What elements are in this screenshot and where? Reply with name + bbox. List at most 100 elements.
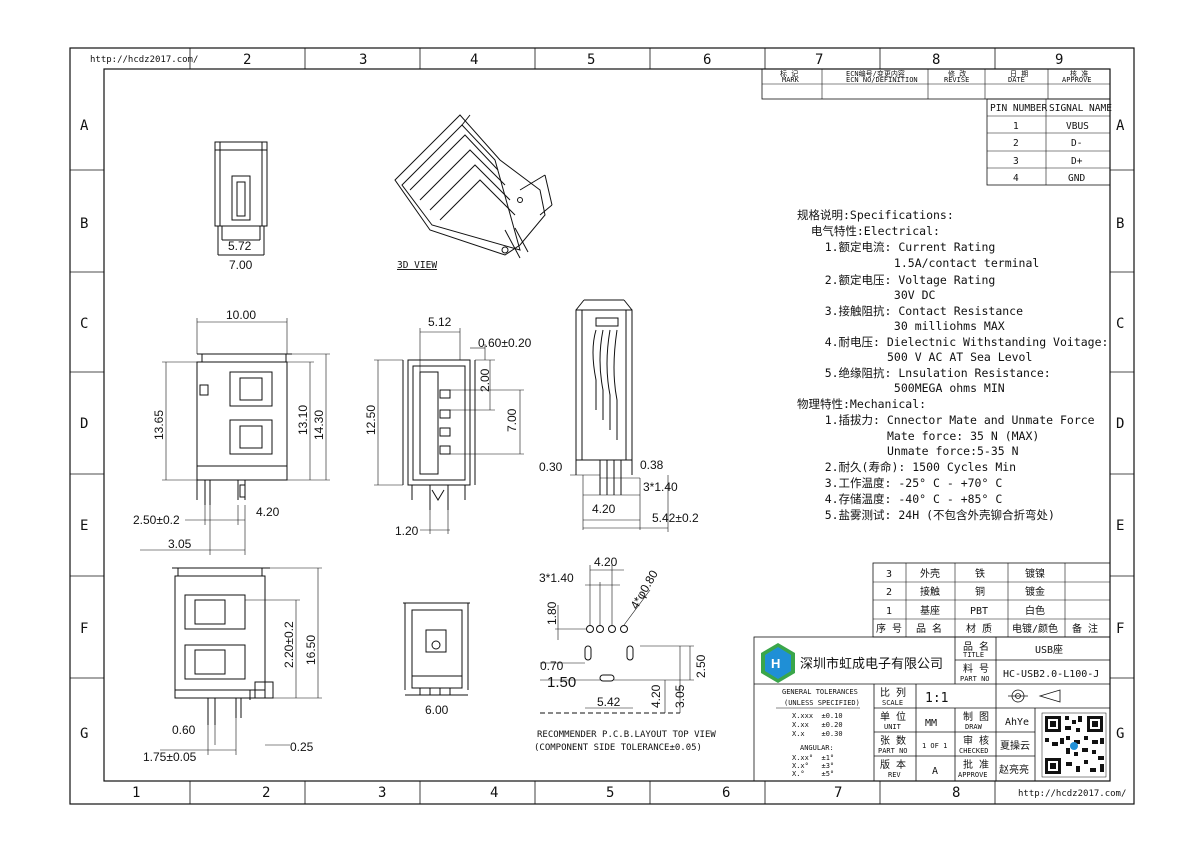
svg-text:备 注: 备 注 bbox=[1072, 622, 1098, 635]
url-bottom: http://hcdz2017.com/ bbox=[1018, 789, 1126, 799]
svg-text:2: 2 bbox=[262, 785, 270, 801]
part-number: HC-USB2.0-L100-J bbox=[1003, 669, 1099, 680]
bottom-column-labels: 1 2 3 4 5 6 7 8 bbox=[132, 785, 960, 801]
svg-text:镀镍: 镀镍 bbox=[1025, 567, 1045, 580]
svg-text:9: 9 bbox=[1055, 52, 1063, 68]
spec-line: 4.耐电压: Dielectnic Withstanding Voitage: bbox=[797, 335, 1108, 349]
inner-border bbox=[103, 68, 1111, 782]
spec-line: 3.接触阻抗: Contact Resistance bbox=[797, 304, 1023, 318]
spec-line: 5.绝缘阻抗: Lnsulation Resistance: bbox=[797, 366, 1051, 380]
svg-text:标 记: 标 记 bbox=[780, 69, 798, 78]
svg-text:6: 6 bbox=[722, 785, 730, 801]
dim-7-00: 7.00 bbox=[229, 258, 253, 272]
spec-line: 物理特性:Mechanical: bbox=[797, 397, 926, 411]
bom-table: 3 外壳 铁 镀镍 2 接触 铜 镀金 1 基座 PBT 白色 序 号 品 名 … bbox=[872, 562, 1111, 638]
svg-text:APPROVE: APPROVE bbox=[1062, 76, 1092, 84]
left-row-ruler bbox=[70, 169, 1134, 679]
svg-text:D: D bbox=[1116, 416, 1124, 432]
svg-text:2: 2 bbox=[1013, 138, 1019, 149]
spec-line: Mate force: 35 N (MAX) bbox=[797, 429, 1039, 443]
svg-text:B: B bbox=[80, 216, 88, 232]
svg-text:MM: MM bbox=[925, 718, 937, 729]
dim-0-30: 0.30 bbox=[539, 460, 563, 474]
dim-1-75: 1.75±0.05 bbox=[143, 750, 197, 764]
dim-13-10: 13.10 bbox=[296, 405, 310, 435]
svg-text:3: 3 bbox=[886, 569, 892, 580]
svg-text:C: C bbox=[80, 316, 88, 332]
svg-text:修 改: 修 改 bbox=[948, 69, 966, 78]
dim-16-50: 16.50 bbox=[304, 635, 318, 665]
svg-text:接触: 接触 bbox=[920, 585, 940, 598]
dim-5-42-sec: 5.42±0.2 bbox=[652, 511, 699, 525]
svg-text:1: 1 bbox=[1013, 121, 1019, 132]
svg-text:B: B bbox=[1116, 216, 1124, 232]
spec-line: Unmate force:5-35 N bbox=[797, 444, 1019, 458]
url-top: http://hcdz2017.com/ bbox=[90, 55, 198, 65]
spec-line: 规格说明:Specifications: bbox=[797, 208, 954, 222]
svg-text:REV: REV bbox=[888, 771, 901, 779]
qr-code bbox=[1041, 712, 1107, 778]
scale-value: 1:1 bbox=[925, 691, 948, 706]
svg-text:D+: D+ bbox=[1071, 156, 1083, 167]
dim-0-60: 0.60±0.20 bbox=[478, 336, 532, 350]
pcb-dim-4-phi: 4*φ0.80 bbox=[627, 567, 661, 611]
svg-text:E: E bbox=[1116, 518, 1124, 534]
svg-text:品 名: 品 名 bbox=[963, 640, 989, 653]
bottom-front-view bbox=[403, 602, 470, 696]
pcb-dim-1-80: 1.80 bbox=[545, 601, 559, 625]
svg-text:ANGULAR:: ANGULAR: bbox=[800, 744, 834, 752]
spec-line: 1.额定电流: Current Rating bbox=[797, 240, 995, 254]
dim-3-05-side: 3.05 bbox=[168, 537, 192, 551]
company-name: 深圳市虹成电子有限公司 bbox=[800, 656, 943, 672]
svg-text:8: 8 bbox=[952, 785, 960, 801]
dim-10-00: 10.00 bbox=[226, 308, 256, 322]
svg-text:PART NO: PART NO bbox=[878, 747, 908, 755]
dim-12-50: 12.50 bbox=[364, 405, 378, 435]
svg-text:5: 5 bbox=[606, 785, 614, 801]
svg-text:批 准: 批 准 bbox=[963, 758, 989, 771]
dim-6-00: 6.00 bbox=[425, 703, 449, 717]
svg-text:SCALE: SCALE bbox=[882, 699, 903, 707]
dim-5-12: 5.12 bbox=[428, 315, 452, 329]
svg-text:MARK: MARK bbox=[782, 76, 800, 84]
spec-line: 500 V AC AT Sea Levol bbox=[797, 350, 1032, 364]
svg-text:3: 3 bbox=[378, 785, 386, 801]
specifications: 规格说明:Specifications: 电气特性:Electrical: 1.… bbox=[797, 208, 1108, 522]
svg-text:A: A bbox=[1116, 118, 1125, 134]
dim-2-50: 2.50±0.2 bbox=[133, 513, 180, 527]
front-view-small bbox=[214, 141, 268, 256]
svg-text:基座: 基座 bbox=[920, 604, 940, 617]
svg-text:A: A bbox=[80, 118, 89, 134]
dim-4-20-side: 4.20 bbox=[256, 505, 280, 519]
pcb-dim-3x1-40: 3*1.40 bbox=[539, 571, 574, 585]
svg-text:2: 2 bbox=[886, 587, 892, 598]
svg-text:4: 4 bbox=[470, 52, 478, 68]
svg-text:6: 6 bbox=[703, 52, 711, 68]
svg-text:夏操云: 夏操云 bbox=[1000, 739, 1030, 752]
side-section-view bbox=[575, 299, 633, 495]
right-row-labels: A B C D E F G bbox=[1116, 118, 1125, 742]
svg-text:REVISE: REVISE bbox=[944, 76, 969, 84]
svg-text:X.xxx ±0.10: X.xxx ±0.10 bbox=[792, 712, 843, 720]
spec-line: 3.工作温度: -25° C - +70° C bbox=[797, 476, 1002, 490]
pcb-dim-4-20: 4.20 bbox=[594, 555, 618, 569]
dim-4-20-sec: 4.20 bbox=[592, 502, 616, 516]
outer-border bbox=[69, 47, 1135, 805]
pcb-dim-2-50: 2.50 bbox=[694, 654, 708, 678]
bottom-side-dims bbox=[160, 567, 322, 755]
spec-line: 500MEGA ohms MIN bbox=[797, 381, 1005, 395]
front-view-main bbox=[402, 359, 476, 510]
svg-text:4: 4 bbox=[1013, 173, 1019, 184]
pcb-dims bbox=[540, 565, 694, 713]
svg-text:VBUS: VBUS bbox=[1066, 121, 1089, 132]
svg-text:比 列: 比 列 bbox=[880, 686, 906, 699]
svg-text:3: 3 bbox=[1013, 156, 1019, 167]
svg-text:F: F bbox=[80, 621, 88, 637]
svg-text:X.xx ±0.20: X.xx ±0.20 bbox=[792, 721, 843, 729]
svg-text:日 期: 日 期 bbox=[1010, 70, 1028, 78]
svg-text:(UNLESS SPECIFIED): (UNLESS SPECIFIED) bbox=[784, 699, 860, 707]
left-row-labels: A B C D E F G bbox=[80, 118, 89, 742]
svg-text:AhYe: AhYe bbox=[1005, 717, 1029, 728]
svg-text:审 核: 审 核 bbox=[963, 734, 989, 747]
